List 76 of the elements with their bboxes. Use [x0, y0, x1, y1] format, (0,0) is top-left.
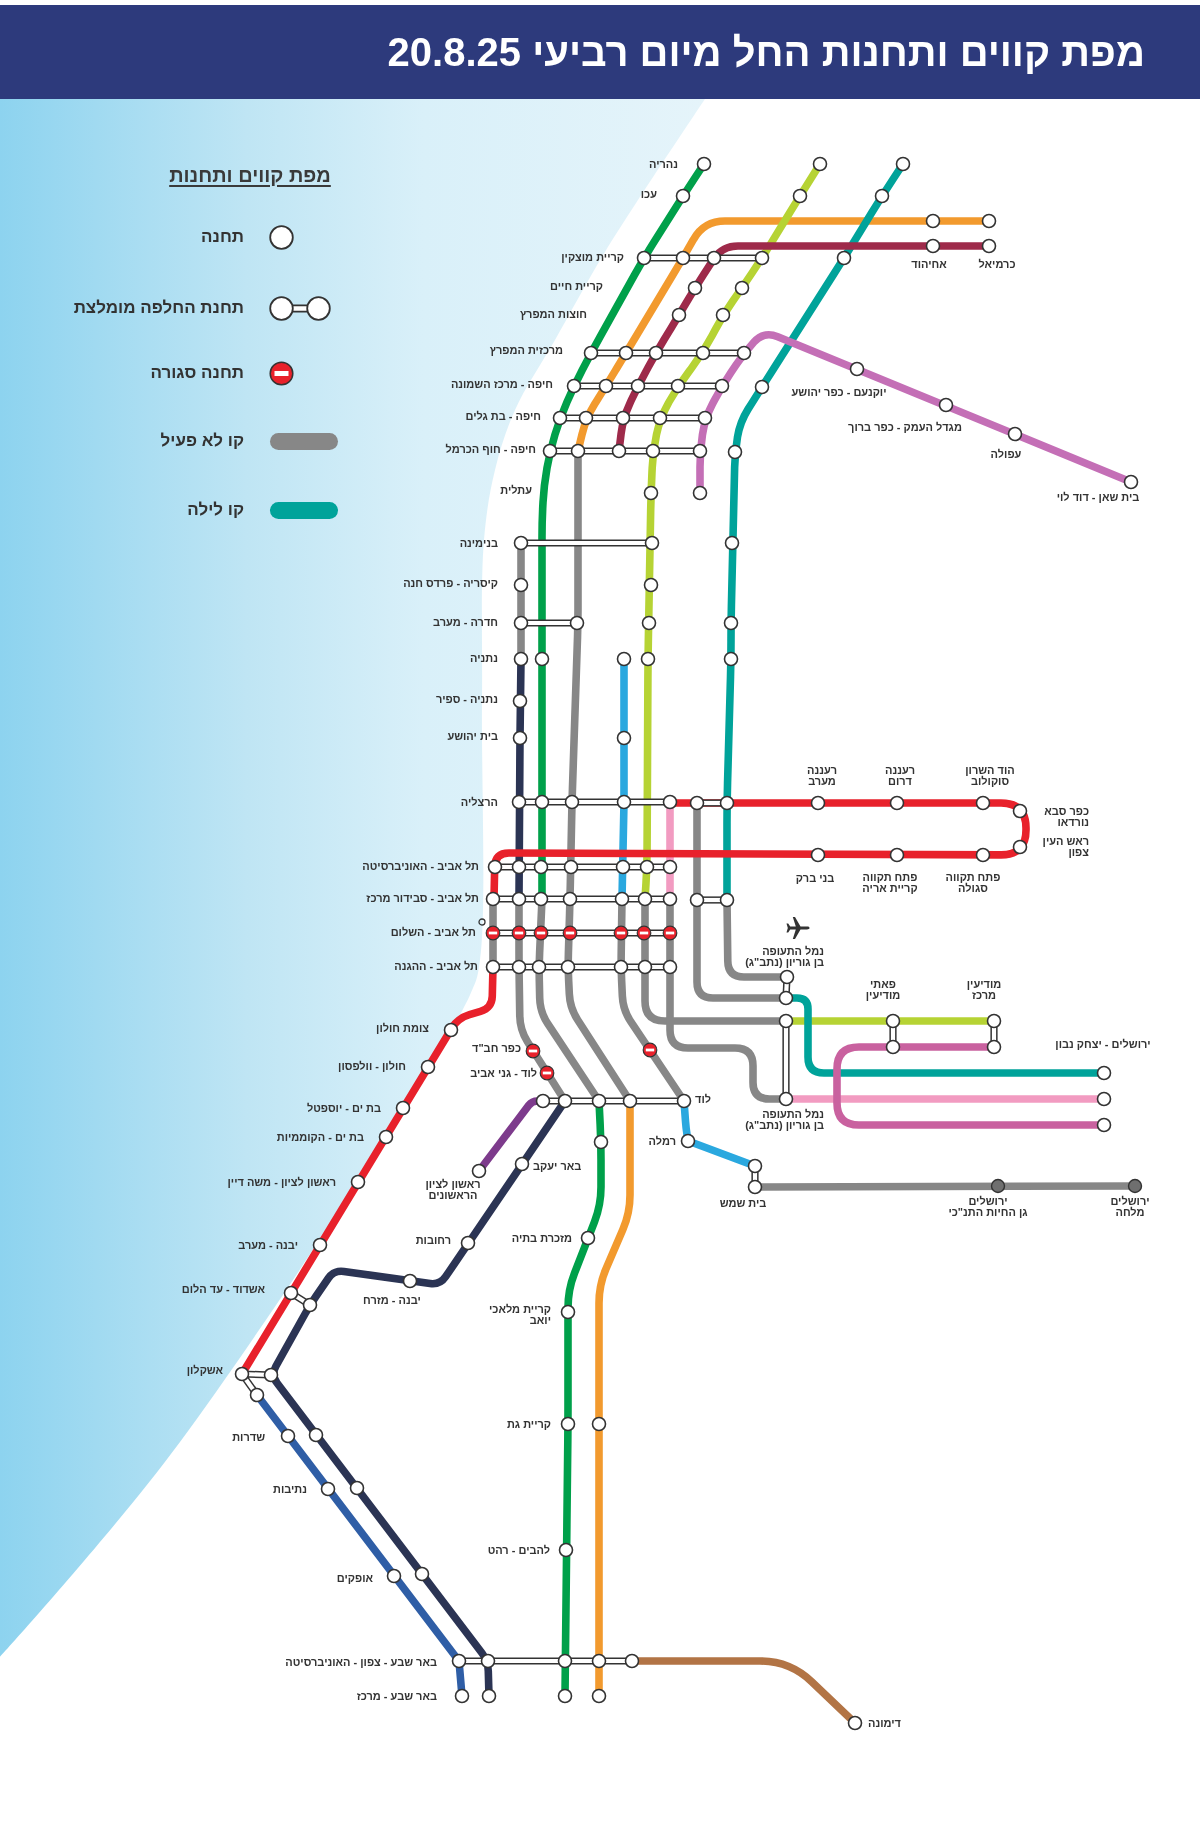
station-label: עפולה [990, 448, 1022, 460]
station-label: חיפה - בת גלים [465, 410, 541, 422]
station-label: יוקנעם - כפר יהושע [791, 386, 887, 398]
station-label: מודיעין מרכז [966, 979, 1002, 1001]
station-label: מגדל העמק - כפר ברוך [848, 421, 962, 433]
station-label: לוד - גני אביב [470, 1067, 537, 1079]
station-label: נמל התעופה בן גוריון (נתב"ג) [745, 1109, 824, 1131]
station-label: חדרה - מערב [432, 616, 498, 628]
station-label: באר יעקב [533, 1160, 582, 1172]
station-label: בת ים - הקוממיות [276, 1131, 364, 1143]
station-label: קריית גת [506, 1418, 551, 1430]
station-label: דימונה [868, 1717, 901, 1729]
station-label: ראש העין צפון [1042, 836, 1089, 858]
station-label: חולון - וולפסון [338, 1060, 406, 1072]
station-label: חיפה - מרכז השמונה [450, 378, 553, 390]
legend-title: מפת קווים ותחנות [169, 163, 331, 187]
station-label: רעננה דרום [884, 765, 916, 787]
station-label: ירושלים מלחה [1110, 1196, 1150, 1218]
station-label: חוצות המפרץ [520, 308, 587, 320]
legend-label: קו לילה [187, 500, 244, 520]
station-label: כרמיאל [978, 258, 1016, 270]
station-label: יבנה - מערב [238, 1239, 298, 1251]
station-label: נתיבות [273, 1483, 307, 1495]
station-label: כפר חב"ד [472, 1042, 521, 1054]
station-label: רמלה [648, 1135, 676, 1147]
station-label: אשדוד - עד הלום [181, 1283, 265, 1295]
legend-label: קו לא פעיל [160, 431, 244, 451]
station-label: פתח תקווה סגולה [945, 872, 1001, 894]
station-label: יבנה - מזרח [363, 1294, 421, 1306]
station-label: הוד השרון סוקולוב [965, 765, 1015, 787]
station-label: נהריה [648, 158, 678, 170]
station-label: כפר סבא נורדאו [1044, 806, 1089, 828]
station-label: קריית חיים [550, 280, 603, 292]
station-label: בת ים - יוספטל [306, 1102, 381, 1114]
station-label: מזכרת בתיה [511, 1232, 572, 1244]
station-label: אחיהוד [911, 258, 947, 270]
station-label: תל אביב - סבידור מרכז [366, 892, 479, 904]
station-label: פאתי מודיעין [865, 979, 901, 1001]
station-label: צומת חולון [376, 1022, 429, 1034]
station-label: קיסריה - פרדס חנה [403, 577, 498, 589]
station-label: נתניה - ספיר [435, 693, 498, 705]
station-label: פתח תקווה קריית אריה [862, 872, 918, 894]
station-label: באר שבע - מרכז [356, 1690, 437, 1702]
station-label: נתניה [470, 652, 498, 664]
station-label: מרכזית המפרץ [489, 344, 563, 356]
legend-label: תחנה [201, 227, 244, 247]
station-label: בית שמש [719, 1197, 767, 1209]
station-label: בני ברק [795, 872, 835, 884]
station-label: ירושלים - יצחק נבון [1055, 1038, 1151, 1050]
legend-label: תחנת החלפה מומלצת [73, 298, 244, 318]
station-label: להבים - רהט [487, 1544, 550, 1556]
station-label: בית שאן - דוד לוי [1056, 491, 1140, 503]
station-label: נמל התעופה בן גוריון (נתב"ג) [745, 946, 824, 968]
station-label: רחובות [415, 1234, 451, 1246]
station-label: קריית מוצקין [561, 251, 624, 263]
station-label: רעננה מערב [806, 765, 838, 787]
station-label: אופקים [336, 1572, 373, 1584]
station-label: ירושלים גן החיות התנ"כי [948, 1196, 1028, 1218]
page-title: מפת קווים ותחנות החל מיום רביעי 20.8.25 [387, 29, 1145, 75]
station-label: באר שבע - צפון - האוניברסיטה [285, 1656, 437, 1668]
station-label: לוד [695, 1093, 711, 1105]
legend-label: תחנה סגורה [150, 363, 244, 383]
station-label: חיפה - חוף הכרמל [445, 443, 536, 455]
station-label: עכו [640, 188, 657, 200]
station-label: בנימינה [459, 537, 498, 549]
station-label: תל אביב - האוניברסיטה [362, 860, 479, 872]
station-label: אשקלון [186, 1364, 223, 1376]
station-label: ראשון לציון - משה דיין [227, 1176, 336, 1188]
station-label: ראשון לציון הראשונים [425, 1179, 481, 1201]
station-label: בית יהושע [447, 730, 498, 742]
station-label: עתלית [500, 484, 532, 496]
station-label: הרצליה [460, 796, 498, 808]
station-label: תל אביב - השלום [390, 926, 476, 938]
station-label: קריית מלאכי יואב [489, 1304, 551, 1326]
station-label: תל אביב - ההגנה [394, 960, 478, 972]
station-label: שדרות [232, 1431, 265, 1443]
